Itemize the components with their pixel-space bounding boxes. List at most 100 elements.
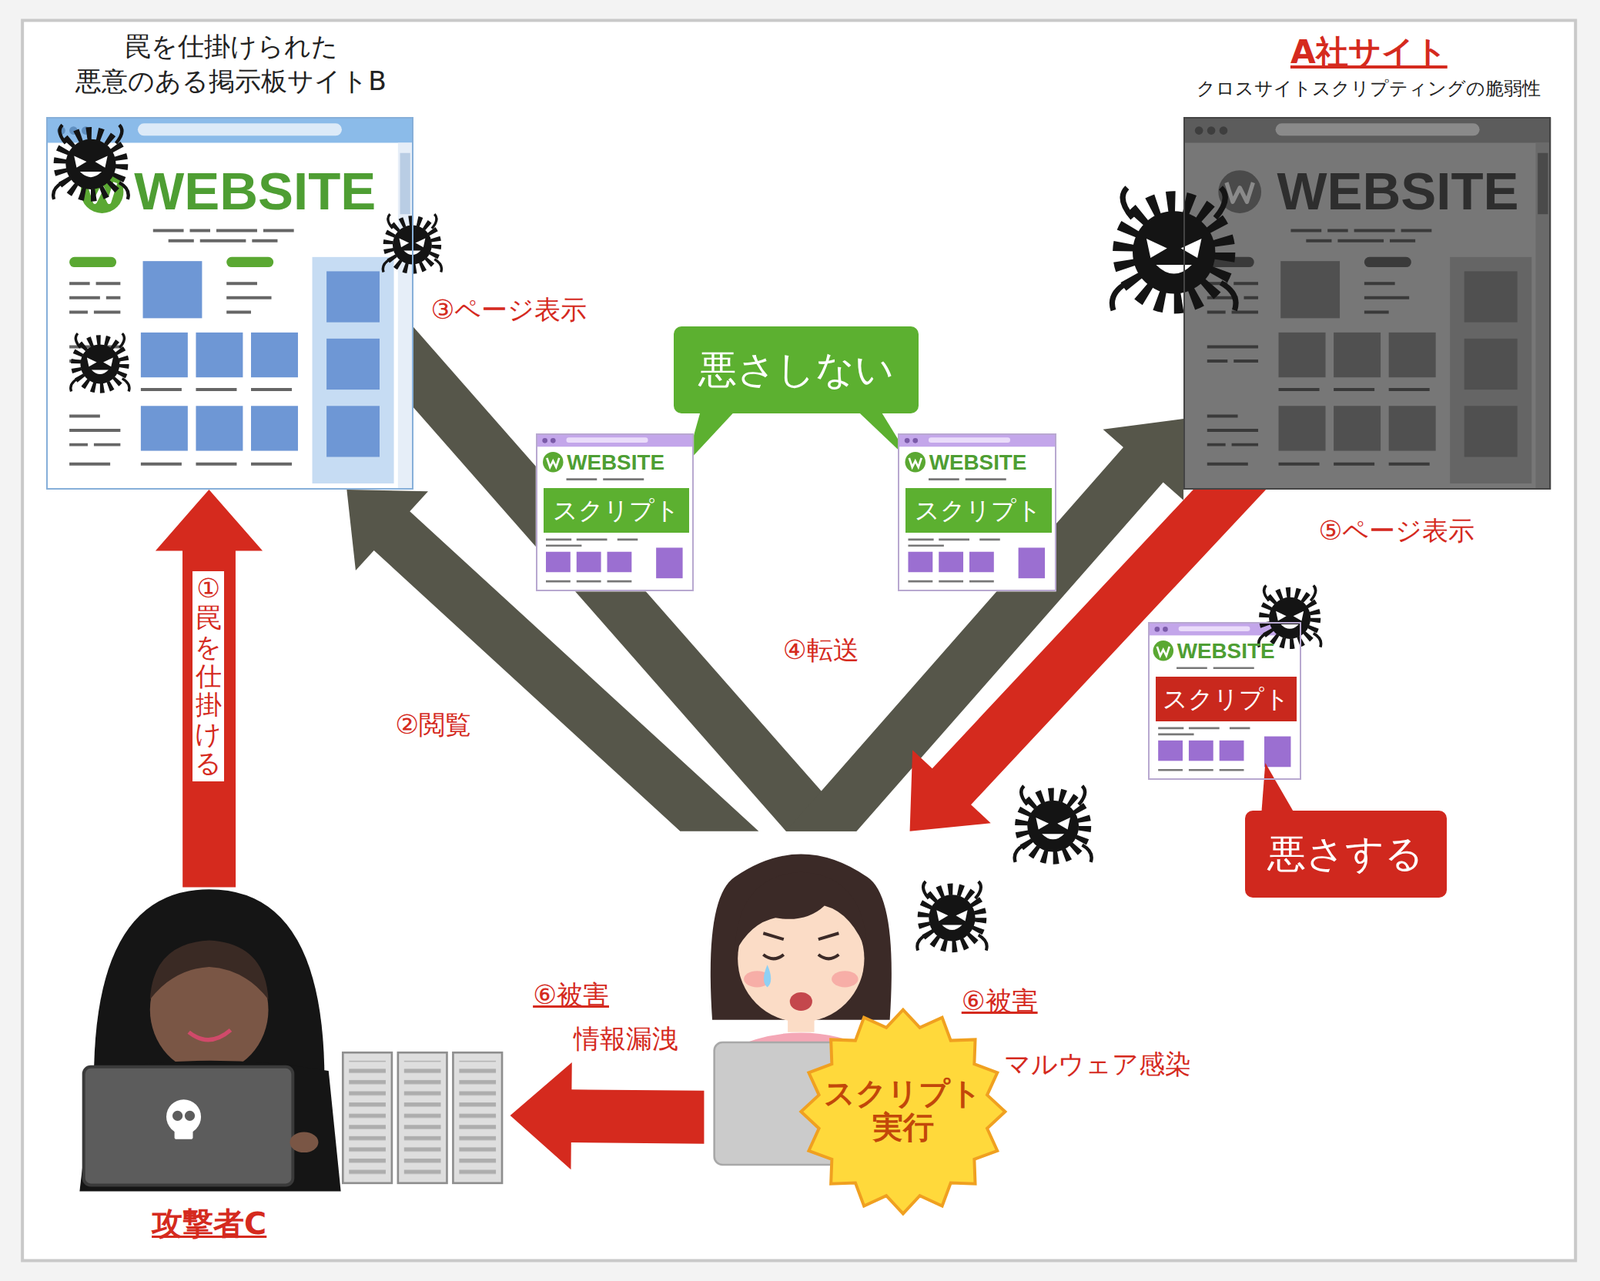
website-b-art [226,257,274,268]
mini-browser-art [938,552,964,573]
text-holder: WEBSITE [133,165,376,219]
website-b-art [143,261,203,318]
mini-browser-art [1264,736,1291,768]
starburst [800,1010,1005,1215]
text-holder: 罠を仕掛けられた 悪意のある掲示板サイトB [36,29,426,99]
website-a-art [1364,257,1412,268]
mini-browser-art [909,458,922,468]
website-a-art [1364,283,1410,312]
mini-browser-art [566,478,645,481]
website-b-art [137,123,342,136]
mini-browser-art [907,580,994,583]
mini-browser-art [535,433,694,592]
step-label: ⑤ページ表示 [1316,515,1478,547]
website-b-art [400,153,411,215]
website-b-art [69,257,117,268]
website-a-art [1464,271,1518,322]
text-holder: クロスサイトスクリプティングの脆弱性 [1174,77,1564,101]
mini-browser-art [607,552,633,573]
mini-browser-art [1158,740,1183,761]
mini-browser-art [1148,622,1302,780]
victim-figure [789,992,813,1011]
callout-tail [686,405,914,465]
website-b-art [195,405,243,451]
mini-browser-art [536,434,693,447]
step-label: ②閲覧 [392,709,474,741]
website-b-art [195,332,243,378]
site-logo-text: WEBSITE [1277,165,1520,219]
website-a-art [1184,118,1550,144]
mini-browser-art [969,552,995,573]
mini-browser-art [897,433,1056,592]
text-holder: ②閲覧 [392,709,474,741]
mini-browser-art [904,438,911,444]
website-b-art [251,332,298,378]
text-holder: ⑤ページ表示 [1316,515,1478,547]
attacker-figure [79,1061,341,1192]
mini-browser-art [1158,728,1250,735]
attacker-figure [184,1111,195,1122]
website-a-art [1333,332,1381,378]
flow-arrow [510,1062,705,1170]
mini-browser-art [928,437,1011,443]
mini-browser-art [545,580,632,583]
attacker-figure [188,1030,231,1041]
virus-icon [1014,786,1092,863]
website-b-art [251,405,298,451]
step-label: ③ページ表示 [428,294,590,326]
step-label: ④転送 [780,634,862,667]
attacker-figure [174,1127,194,1140]
text-holder: ⑥被害 [959,985,1041,1018]
attacker-node: 攻撃者C [81,887,511,1250]
text-holder: ④転送 [780,634,862,667]
website-b-art [312,257,395,484]
text-holder: ③ページ表示 [428,294,590,326]
website-a-art [1290,230,1432,241]
virus-icon [382,214,442,272]
virus-icon [917,881,987,951]
attacker-figure [150,940,269,1001]
actor-label: 攻撃者C [81,1205,337,1243]
website-b-art [153,230,295,241]
site-heading: 罠を仕掛けられた 悪意のある掲示板サイトB [36,29,426,99]
server-rack [404,1061,442,1175]
website-a-art [1333,405,1381,451]
website-a-art [1280,261,1340,318]
mini-browser-art [907,552,933,573]
website-a-art [1207,126,1216,135]
website-a-art [1226,182,1253,202]
server-rack [458,1061,496,1175]
website-a-art [1389,405,1436,451]
virus-icon [1111,187,1236,311]
website-b-art [326,271,380,322]
website-a-art [1537,153,1548,215]
server-rack [342,1052,392,1184]
mini-browser-art [1158,769,1244,772]
text-holder: A社サイト [1184,33,1553,73]
mini-browser-art [928,478,1007,481]
website-a-art [1464,405,1518,457]
frame [22,20,1576,1261]
victim-figure [763,964,771,988]
mini-browser-art [656,547,683,579]
text-holder: ⑥被害 [530,979,612,1011]
website-b-art [140,405,188,451]
mini-browser-art [1219,740,1245,761]
virus-icon [53,124,129,200]
mini-browser-art [1176,666,1255,670]
mini-browser-art [545,552,571,573]
text-holder: WEBSITE [1277,165,1520,219]
mini-browser-art [546,458,559,468]
mini-browser-art [550,438,556,444]
text-holder: 情報漏洩 [571,1023,681,1055]
mini-browser-art [576,552,602,573]
text-holder: マルウェア感染 [1001,1048,1194,1081]
website-a-art [1219,126,1229,135]
website-a-art [1194,126,1204,135]
victim-figure [831,970,858,988]
damage-label: 情報漏洩 [571,1023,681,1055]
website-b-art [326,405,380,457]
mini-browser-art [566,437,649,443]
